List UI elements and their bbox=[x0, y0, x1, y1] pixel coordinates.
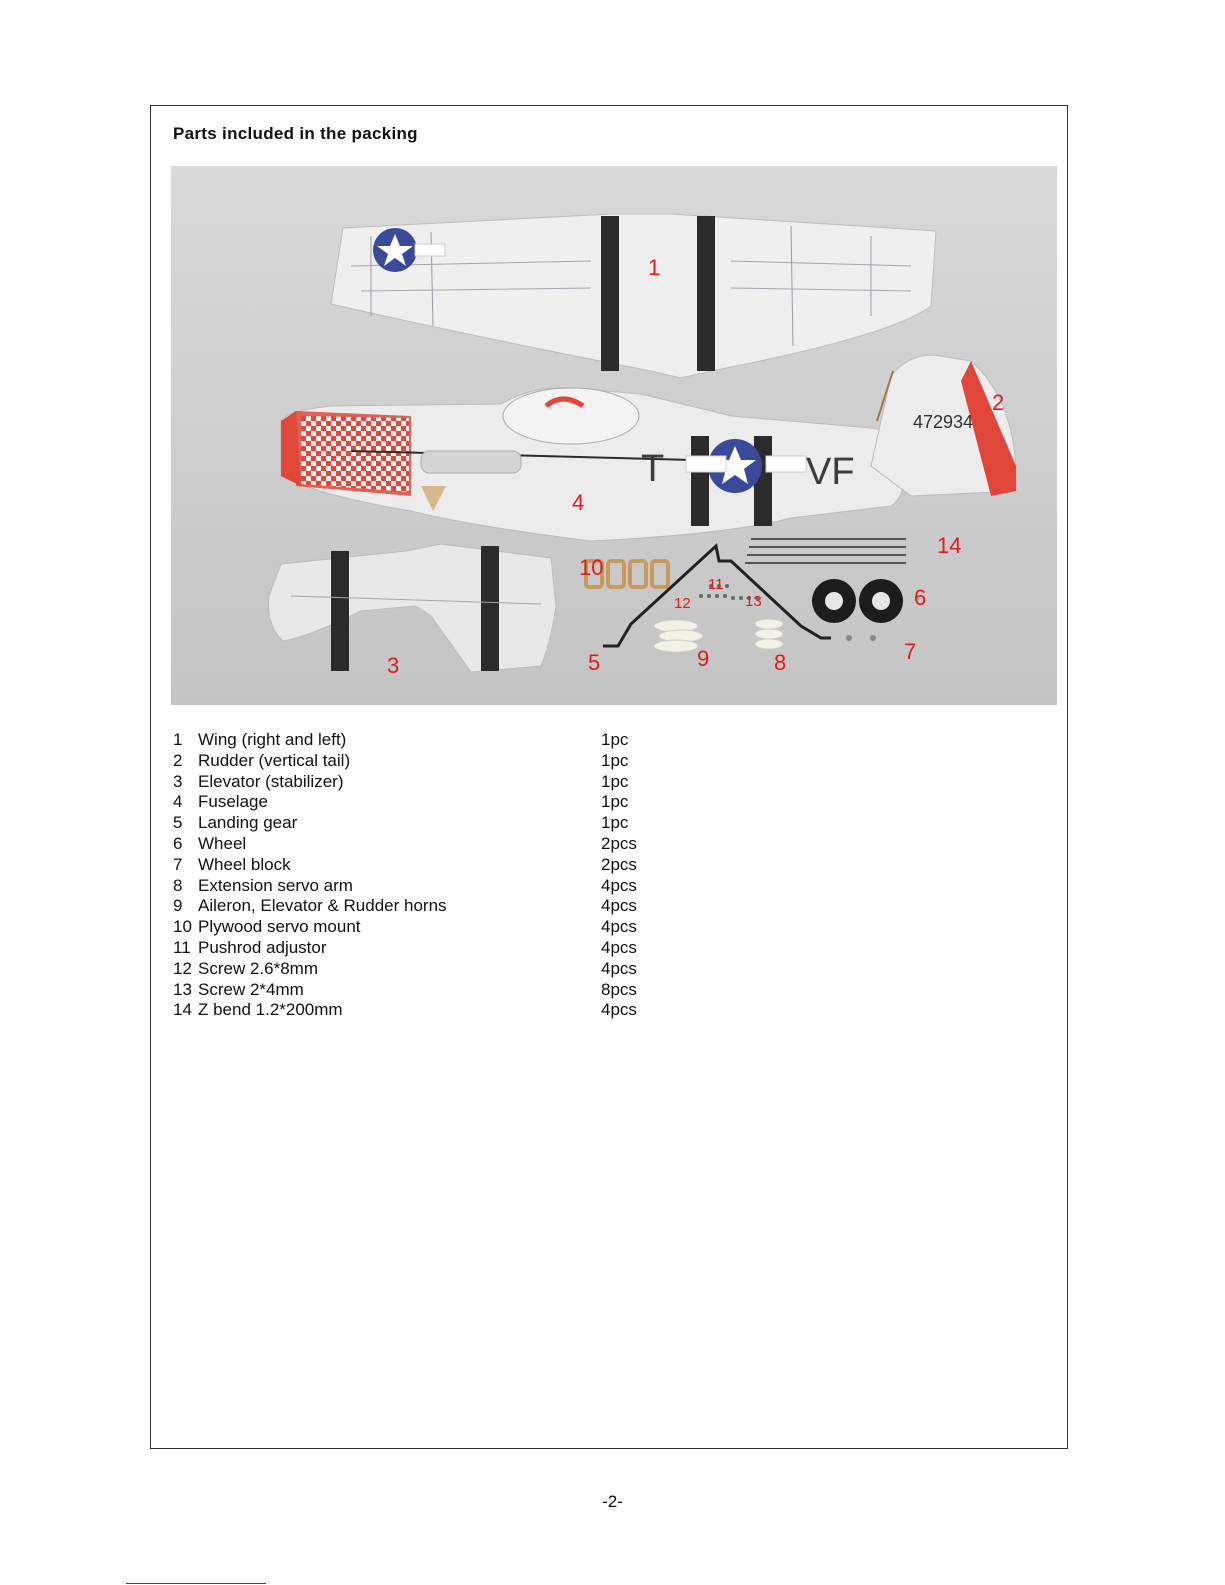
part-row: 4 Fuselage 1pc bbox=[173, 792, 693, 813]
part-number: 7 bbox=[173, 854, 183, 874]
part-row: 9 Aileron, Elevator & Rudder horns 4pcs bbox=[173, 896, 693, 917]
wheels bbox=[812, 579, 903, 623]
footer-link-underline bbox=[126, 1583, 266, 1584]
part-quantity: 1pc bbox=[601, 730, 629, 749]
part-row: 13 Screw 2*4mm 8pcs bbox=[173, 980, 693, 1001]
page-number: -2- bbox=[602, 1492, 623, 1511]
part-row: 6 Wheel 2pcs bbox=[173, 834, 693, 855]
part-row: 3 Elevator (stabilizer) 1pc bbox=[173, 772, 693, 793]
part-name: Pushrod adjustor bbox=[198, 937, 327, 957]
part-number: 13 bbox=[173, 979, 192, 999]
part-name: Screw 2*4mm bbox=[198, 979, 304, 999]
part-row: 5 Landing gear 1pc bbox=[173, 813, 693, 834]
part-number: 12 bbox=[173, 958, 192, 978]
part-number: 14 bbox=[173, 1000, 192, 1020]
part-number: 4 bbox=[173, 792, 183, 812]
part-number: 3 bbox=[173, 771, 183, 791]
parts-list: 1 Wing (right and left) 1pc 2 Rudder (ve… bbox=[173, 730, 693, 1021]
screws bbox=[699, 584, 759, 600]
part-quantity: 2pcs bbox=[601, 833, 637, 853]
part-name: Elevator (stabilizer) bbox=[198, 771, 344, 791]
callout-12: 12 bbox=[674, 595, 691, 612]
part-number: 2 bbox=[173, 750, 183, 770]
page-frame bbox=[150, 105, 1068, 1449]
callout-8: 8 bbox=[774, 650, 787, 675]
part-row: 7 Wheel block 2pcs bbox=[173, 855, 693, 876]
elevator-shape bbox=[268, 543, 557, 673]
part-quantity: 1pc bbox=[601, 813, 629, 833]
part-number: 8 bbox=[173, 875, 183, 895]
part-number: 11 bbox=[173, 937, 191, 957]
pushrods bbox=[745, 538, 906, 564]
rudder-shape: 472934 bbox=[870, 354, 1017, 497]
fuselage-code-right: VF bbox=[806, 451, 855, 493]
part-row: 1 Wing (right and left) 1pc bbox=[173, 730, 693, 751]
part-quantity: 4pcs bbox=[601, 958, 637, 978]
callout-4: 4 bbox=[572, 490, 585, 515]
part-quantity: 8pcs bbox=[601, 979, 637, 999]
callout-13: 13 bbox=[745, 593, 762, 610]
callout-5: 5 bbox=[588, 650, 601, 675]
fuselage-shape: T VF bbox=[280, 387, 907, 542]
part-number: 5 bbox=[173, 813, 183, 833]
part-row: 10 Plywood servo mount 4pcs bbox=[173, 917, 693, 938]
part-quantity: 4pcs bbox=[601, 937, 637, 957]
part-quantity: 2pcs bbox=[601, 854, 637, 874]
part-name: Extension servo arm bbox=[198, 875, 353, 895]
part-number: 9 bbox=[173, 896, 183, 916]
part-quantity: 1pc bbox=[601, 771, 629, 791]
wing-shape bbox=[330, 213, 937, 379]
section-title: Parts included in the packing bbox=[173, 124, 418, 143]
part-name: Rudder (vertical tail) bbox=[198, 750, 351, 770]
part-name: Wheel block bbox=[198, 854, 291, 874]
part-quantity: 4pcs bbox=[601, 1000, 637, 1020]
callout-14: 14 bbox=[937, 533, 962, 558]
callout-10: 10 bbox=[579, 555, 604, 580]
callout-3: 3 bbox=[387, 653, 400, 678]
wheel-blocks bbox=[846, 635, 876, 641]
part-name: Wing (right and left) bbox=[198, 730, 347, 749]
callout-1: 1 bbox=[648, 255, 661, 280]
part-row: 11 Pushrod adjustor 4pcs bbox=[173, 938, 693, 959]
part-row: 12 Screw 2.6*8mm 4pcs bbox=[173, 959, 693, 980]
part-name: Landing gear bbox=[198, 813, 298, 833]
callout-6: 6 bbox=[914, 585, 927, 610]
part-name: Plywood servo mount bbox=[198, 917, 361, 937]
callout-11: 11 bbox=[708, 576, 724, 593]
part-name: Fuselage bbox=[198, 792, 268, 812]
part-quantity: 4pcs bbox=[601, 875, 637, 895]
part-row: 2 Rudder (vertical tail) 1pc bbox=[173, 751, 693, 772]
servo-mounts bbox=[584, 559, 670, 589]
parts-illustration: T VF 472934 bbox=[268, 213, 1017, 673]
callout-9: 9 bbox=[697, 646, 710, 671]
part-quantity: 4pcs bbox=[601, 896, 637, 916]
parts-photo: T VF 472934 bbox=[171, 166, 1057, 705]
part-name: Wheel bbox=[198, 833, 247, 853]
part-name: Aileron, Elevator & Rudder horns bbox=[198, 896, 447, 916]
horns-and-arms bbox=[653, 618, 784, 653]
part-row: 8 Extension servo arm 4pcs bbox=[173, 876, 693, 897]
part-row: 14 Z bend 1.2*200mm 4pcs bbox=[173, 1000, 693, 1021]
callout-2: 2 bbox=[992, 390, 1005, 415]
fuselage-code-left: T bbox=[641, 448, 664, 490]
part-number: 1 bbox=[173, 730, 183, 749]
tail-number: 472934 bbox=[913, 412, 973, 432]
callout-7: 7 bbox=[904, 639, 917, 664]
part-number: 6 bbox=[173, 833, 183, 853]
part-quantity: 4pcs bbox=[601, 917, 637, 937]
part-name: Screw 2.6*8mm bbox=[198, 958, 318, 978]
part-name: Z bend 1.2*200mm bbox=[198, 1000, 343, 1020]
part-number: 10 bbox=[173, 917, 192, 937]
landing-gear-shape bbox=[603, 543, 831, 648]
part-quantity: 1pc bbox=[601, 750, 629, 770]
part-quantity: 1pc bbox=[601, 792, 629, 812]
